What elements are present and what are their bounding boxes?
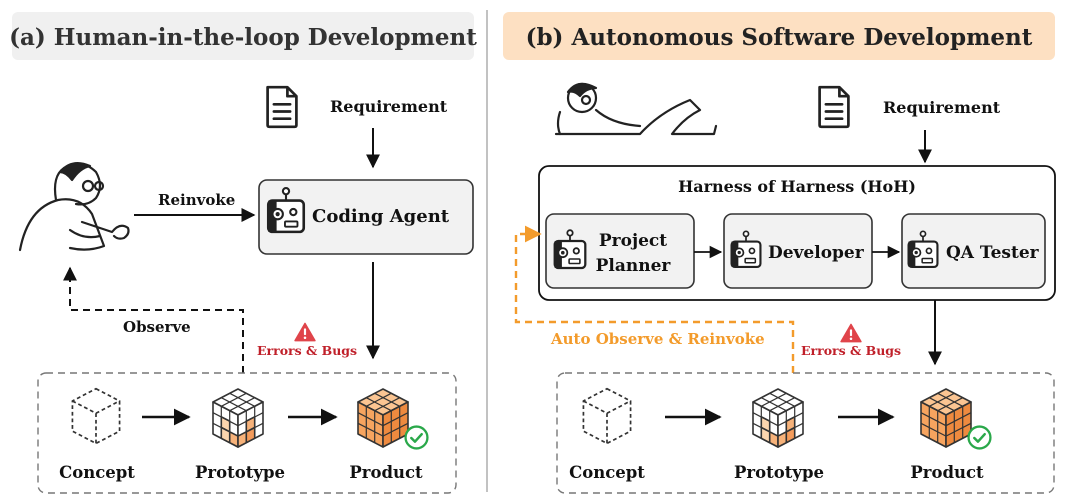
check-icon [404,425,429,450]
left-errors-label: Errors & Bugs [257,343,357,358]
agent-project-planner-line2: Planner [596,256,672,276]
left-title: (a) Human-in-the-loop Development [9,24,477,51]
agent-developer-label: Developer [768,243,865,263]
concept-cube-icon [582,387,632,445]
left-stage-concept: Concept [59,463,135,482]
agent-project-planner-box [545,213,695,289]
right-title: (b) Autonomous Software Development [526,24,1033,51]
right-stages-box [556,372,1055,494]
left-requirement-label: Requirement [330,97,448,116]
warning-icon [294,322,316,342]
developer-person-icon [18,161,130,252]
auto-observe-dashed-arrow [514,225,795,373]
left-header [12,12,474,60]
document-icon [818,85,850,129]
agent-developer-box [723,213,873,289]
observe-dashed-arrow [63,266,244,373]
concept-cube-icon [71,387,121,445]
auto-observe-label: Auto Observe & Reinvoke [550,330,765,348]
right-panel: (b) Autonomous Software Development Requ… [503,12,1056,494]
document-icon [266,85,298,129]
coding-agent-label: Coding Agent [312,206,450,227]
harness-title: Harness of Harness (HoH) [678,177,916,196]
observe-label: Observe [123,318,191,336]
right-stage-concept: Concept [569,463,645,482]
left-stage-prototype: Prototype [195,463,285,482]
relaxed-person-icon [554,82,718,136]
right-stage-product: Product [910,463,984,482]
product-cube-icon [357,388,409,448]
left-stage-product: Product [349,463,423,482]
left-panel: (a) Human-in-the-loop Development Requir… [9,12,477,494]
right-header [503,12,1055,60]
check-icon [967,425,992,450]
agent-qa-tester-box [901,213,1046,289]
right-errors-label: Errors & Bugs [801,343,901,358]
right-stage-prototype: Prototype [734,463,824,482]
coding-agent-box [258,179,474,255]
reinvoke-label: Reinvoke [158,191,235,209]
agent-project-planner-line1: Project [599,231,667,251]
product-cube-icon [920,388,972,448]
warning-icon [840,323,862,343]
right-requirement-label: Requirement [883,98,1001,117]
prototype-cube-icon [752,388,804,448]
left-stages-box [37,372,457,494]
agent-qa-tester-label: QA Tester [946,243,1040,263]
prototype-cube-icon [212,388,264,448]
